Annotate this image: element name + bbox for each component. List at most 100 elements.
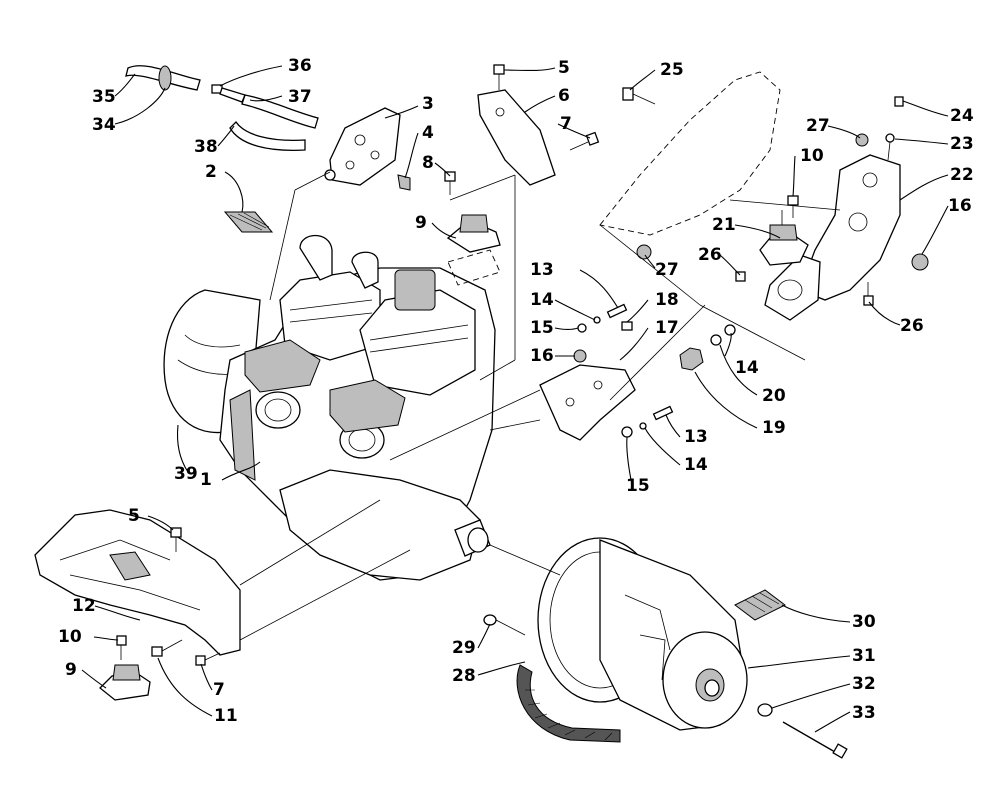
callout-29: 29 — [452, 638, 476, 658]
part-hose-35 — [125, 65, 201, 91]
callout-36: 36 — [288, 56, 312, 76]
callout-39: 39 — [174, 464, 198, 484]
part-hose-37 — [241, 94, 319, 129]
part-nut-27-left — [636, 244, 652, 260]
part-washer-32 — [757, 703, 773, 717]
part-bracket-12 — [34, 509, 241, 656]
callout-24: 24 — [950, 106, 974, 126]
callout-27-top: 27 — [806, 116, 830, 136]
callout-leaders — [81, 65, 949, 733]
callout-20: 20 — [762, 386, 786, 406]
part-bolt-26-right — [863, 282, 874, 306]
part-bolt-29 — [483, 614, 526, 636]
part-plate-outline — [447, 249, 501, 286]
part-nut-16-right — [911, 253, 929, 271]
callout-26-left: 26 — [698, 245, 722, 265]
callout-21: 21 — [712, 215, 736, 235]
callout-38: 38 — [194, 137, 218, 157]
part-fitting-36 — [211, 84, 246, 103]
callout-4: 4 — [422, 123, 434, 143]
part-bolt-5-low — [170, 527, 182, 552]
callout-35: 35 — [92, 87, 116, 107]
callout-15-mid: 15 — [530, 318, 554, 338]
part-bracket-3 — [324, 107, 401, 186]
part-bolt-26-left — [735, 271, 746, 282]
part-mount-plate-22 — [764, 154, 901, 321]
part-mount-21 — [759, 210, 809, 266]
callout-31: 31 — [852, 646, 876, 666]
callout-2: 2 — [205, 162, 217, 182]
callout-28: 28 — [452, 666, 476, 686]
part-bolt-8 — [444, 171, 456, 195]
callout-37: 37 — [288, 87, 312, 107]
part-belt-28 — [516, 664, 621, 743]
part-bolt-7-top — [569, 131, 600, 151]
callout-7-top: 7 — [560, 114, 572, 134]
part-clip-4 — [397, 174, 411, 191]
callout-30: 30 — [852, 612, 876, 632]
callout-10-low: 10 — [58, 627, 82, 647]
part-nut-27-top — [855, 133, 869, 147]
part-bolt-25 — [622, 87, 656, 105]
part-bolt-11 — [151, 639, 183, 657]
part-bolt-5-top — [493, 64, 505, 90]
callout-13-low: 13 — [684, 427, 708, 447]
callout-9-low: 9 — [65, 660, 77, 680]
part-washer-14-low — [639, 422, 647, 430]
part-mount-9-low — [99, 664, 151, 701]
part-bolt-10-low — [116, 635, 127, 660]
callout-3: 3 — [422, 94, 434, 114]
callout-labels: 1 2 3 4 5 5 6 7 7 8 9 9 10 10 11 12 13 1… — [58, 56, 974, 726]
part-washer-15-low — [621, 426, 633, 438]
part-cover-outline — [599, 71, 781, 236]
part-mount-9-top — [446, 214, 501, 253]
callout-6: 6 — [558, 86, 570, 106]
callout-22: 22 — [950, 165, 974, 185]
callout-34: 34 — [92, 115, 116, 135]
callout-23: 23 — [950, 134, 974, 154]
part-engine-block — [219, 235, 496, 581]
callout-12: 12 — [72, 596, 96, 616]
part-nut-16-mid — [573, 349, 587, 363]
part-bolt-33 — [782, 721, 848, 759]
part-bolt-13-low — [652, 405, 674, 421]
callout-33: 33 — [852, 703, 876, 723]
part-washer-14-right — [724, 324, 736, 336]
callout-32: 32 — [852, 674, 876, 694]
callout-8: 8 — [422, 153, 434, 173]
part-bracket-17 — [539, 364, 636, 441]
part-cleats-30 — [734, 589, 786, 621]
assembly-lines — [239, 171, 841, 641]
part-bracket-6 — [477, 89, 556, 186]
callout-9-top: 9 — [415, 213, 427, 233]
callout-5-top: 5 — [558, 58, 570, 78]
callout-7-low: 7 — [213, 680, 225, 700]
part-cap-24 — [894, 96, 904, 107]
callout-13-mid: 13 — [530, 260, 554, 280]
part-bolt-7-low — [195, 652, 221, 666]
callout-19: 19 — [762, 418, 786, 438]
callout-27-left: 27 — [655, 260, 679, 280]
callout-10-top: 10 — [800, 146, 824, 166]
callout-1: 1 — [200, 470, 212, 490]
part-washer-20 — [710, 334, 722, 346]
callout-16-right: 16 — [948, 196, 972, 216]
callout-17: 17 — [655, 318, 679, 338]
callout-18: 18 — [655, 290, 679, 310]
part-hose-38 — [229, 120, 306, 151]
callout-14-right: 14 — [735, 358, 759, 378]
callout-14-low: 14 — [684, 455, 708, 475]
callout-5-low: 5 — [128, 506, 140, 526]
callout-25: 25 — [660, 60, 684, 80]
callout-26-right: 26 — [900, 316, 924, 336]
part-stud-23 — [885, 133, 895, 161]
callout-11: 11 — [214, 706, 238, 726]
callout-14-mid: 14 — [530, 290, 554, 310]
part-gasket-2 — [223, 211, 274, 233]
part-bolt-10-top — [787, 195, 799, 218]
part-bolt-18 — [621, 321, 633, 331]
part-washer-15-mid — [577, 323, 587, 333]
part-damper-19 — [679, 347, 704, 371]
part-clutch-31 — [599, 539, 748, 731]
